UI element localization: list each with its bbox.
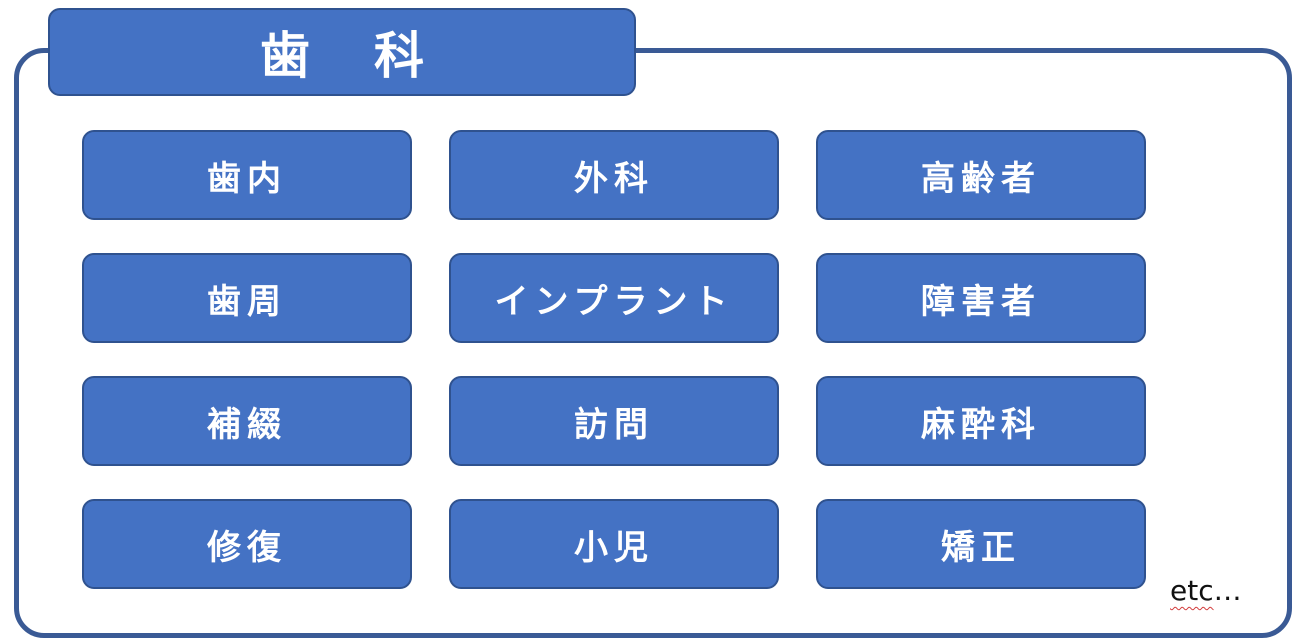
specialty-box: 訪問 bbox=[449, 376, 779, 466]
specialty-box: 歯周 bbox=[82, 253, 412, 343]
specialty-grid: 歯内 外科 高齢者 歯周 インプラント 障害者 補綴 訪問 麻酔科 修復 小児 … bbox=[82, 130, 1146, 589]
specialty-box: 外科 bbox=[449, 130, 779, 220]
specialty-box: 矯正 bbox=[816, 499, 1146, 589]
specialty-box: 小児 bbox=[449, 499, 779, 589]
specialty-box: 高齢者 bbox=[816, 130, 1146, 220]
title-tab: 歯科 bbox=[48, 8, 636, 96]
etc-note: etc… bbox=[1170, 574, 1242, 607]
specialty-box: 補綴 bbox=[82, 376, 412, 466]
specialty-box: 麻酔科 bbox=[816, 376, 1146, 466]
etc-label: etc bbox=[1170, 574, 1214, 607]
specialty-box: 歯内 bbox=[82, 130, 412, 220]
specialty-box: 修復 bbox=[82, 499, 412, 589]
specialty-box: インプラント bbox=[449, 253, 779, 343]
title-text: 歯科 bbox=[260, 27, 488, 85]
specialty-box: 障害者 bbox=[816, 253, 1146, 343]
etc-ellipsis: … bbox=[1213, 574, 1242, 607]
